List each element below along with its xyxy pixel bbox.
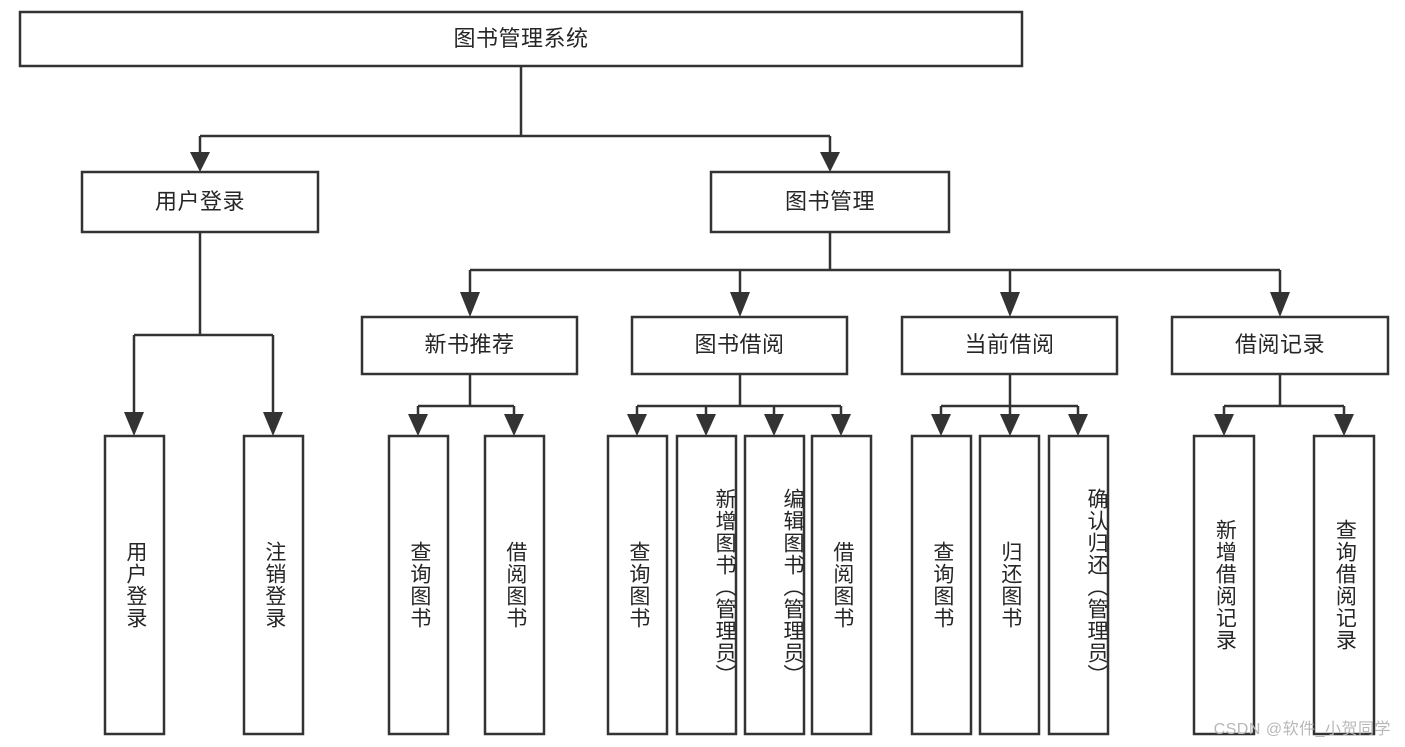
arrowhead-leaf-edit-book-admin	[764, 414, 784, 436]
arrowhead-book-management	[820, 152, 840, 172]
connector-currentborrow-to-leaves	[939, 374, 1080, 418]
arrowhead-user-login	[190, 152, 210, 172]
node-box-leaf-query-book-current[interactable]	[910, 434, 973, 736]
node-box-leaf-query-book-borrow[interactable]	[606, 434, 669, 736]
arrowhead-new-book-recommend	[460, 292, 480, 317]
connector-newbook-to-leaves	[416, 374, 516, 418]
node-box-book-management[interactable]	[709, 170, 951, 234]
arrowhead-leaf-query-book-borrow	[627, 414, 647, 436]
arrowhead-leaf-query-book-current	[931, 414, 951, 436]
node-box-borrow-record[interactable]	[1170, 315, 1390, 376]
connectors	[124, 66, 1354, 436]
arrowhead-leaf-borrow-book-rec	[504, 414, 524, 436]
arrowhead-leaf-confirm-return-admin	[1068, 414, 1088, 436]
arrowhead-leaf-user-logout	[263, 412, 283, 436]
connector-borrowrecord-to-leaves	[1222, 374, 1346, 418]
node-box-current-borrow[interactable]	[900, 315, 1119, 376]
connector-bookmgmt-to-level2	[468, 232, 1282, 296]
arrowhead-leaf-add-book-admin	[696, 414, 716, 436]
node-box-leaf-user-login[interactable]	[103, 434, 166, 736]
node-box-leaf-borrow-book-rec[interactable]	[483, 434, 546, 736]
node-box-leaf-user-logout[interactable]	[242, 434, 305, 736]
connector-bookborrow-to-leaves	[635, 374, 843, 418]
arrowhead-leaf-return-book	[1000, 414, 1020, 436]
node-box-leaf-add-borrow-record[interactable]	[1192, 434, 1256, 736]
arrowhead-leaf-borrow-book	[831, 414, 851, 436]
arrowhead-leaf-add-borrow-record	[1214, 414, 1234, 436]
node-box-leaf-confirm-return-admin[interactable]	[1047, 434, 1110, 736]
node-box-leaf-borrow-book[interactable]	[810, 434, 873, 736]
connector-root-to-level1	[198, 66, 832, 156]
node-box-new-book-recommend[interactable]	[360, 315, 579, 376]
arrowhead-book-borrow	[730, 292, 750, 317]
node-box-leaf-query-book-rec[interactable]	[387, 434, 450, 736]
node-box-book-borrow[interactable]	[630, 315, 849, 376]
node-box-user-login[interactable]	[80, 170, 320, 234]
arrowhead-current-borrow	[1000, 292, 1020, 317]
arrowhead-leaf-query-book-rec	[408, 414, 428, 436]
connector-userlogin-to-leaves	[132, 232, 275, 416]
arrowhead-leaf-user-login	[124, 412, 144, 436]
arrowhead-borrow-record	[1270, 292, 1290, 317]
node-box-leaf-edit-book-admin[interactable]	[743, 434, 806, 736]
node-box-leaf-add-book-admin[interactable]	[675, 434, 738, 736]
node-boxes	[18, 10, 1390, 736]
node-box-leaf-return-book[interactable]	[978, 434, 1041, 736]
node-box-leaf-query-borrow-record[interactable]	[1312, 434, 1376, 736]
node-box-root[interactable]	[18, 10, 1024, 68]
arrowhead-leaf-query-borrow-record	[1334, 414, 1354, 436]
watermark-text: CSDN @软件_小贺同学	[1213, 721, 1391, 738]
